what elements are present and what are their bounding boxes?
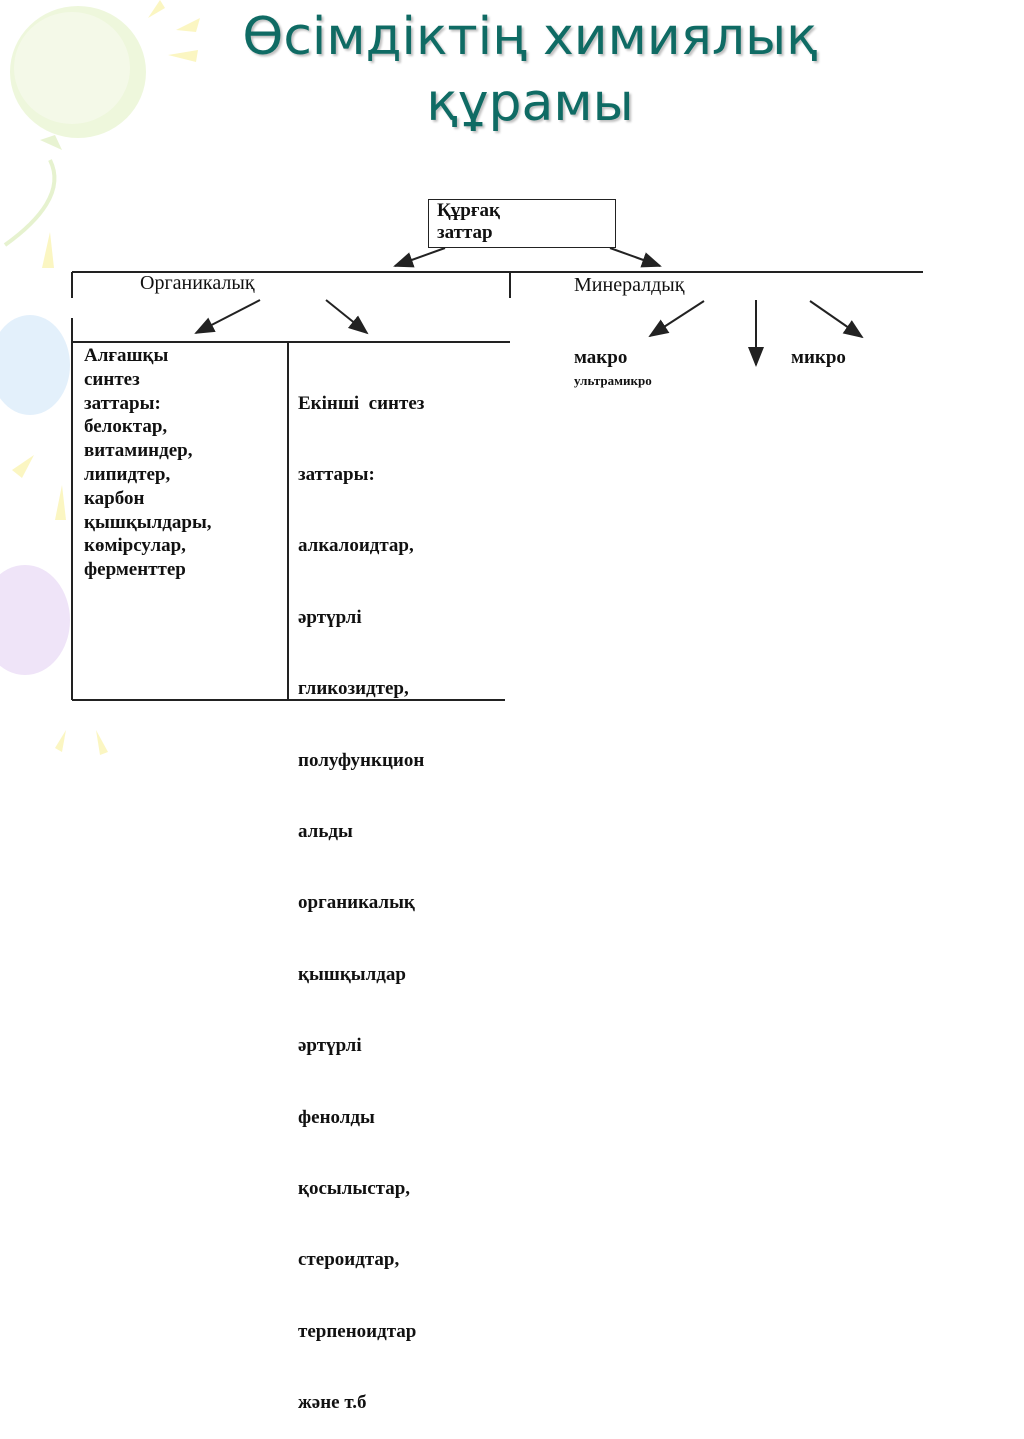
mineral-label: Минералдық <box>574 274 685 296</box>
primary-synthesis-column: Алғашқы синтез заттары: белоктар, витами… <box>84 344 212 582</box>
secondary-line: Екінші синтез <box>298 392 425 414</box>
macro-label: макро <box>574 347 628 368</box>
root-node-dry-matter: Құрғақ заттар <box>428 199 616 248</box>
ultramicro-label: ультрамикро <box>574 373 652 388</box>
secondary-line: стероидтар, <box>298 1249 400 1271</box>
arrow-to-secondary-icon <box>325 299 369 335</box>
arrow-to-primary-icon <box>194 299 261 334</box>
primary-line: ферменттер <box>84 559 186 581</box>
primary-line: липидтер, <box>84 463 171 485</box>
title-line-1: Өсімдіктің химиялық <box>242 7 818 67</box>
slide-title: Өсімдіктің химиялық құрамы <box>180 4 880 136</box>
arrow-to-micro-icon <box>809 300 864 339</box>
secondary-line: әртүрлі <box>298 1035 362 1057</box>
arrow-to-organic-icon <box>393 247 446 268</box>
organic-label: Органикалық <box>140 272 255 294</box>
primary-line: қышқылдары, <box>84 511 212 533</box>
secondary-line: қосылыстар, <box>298 1177 411 1199</box>
secondary-line: полуфункцион <box>298 749 425 771</box>
primary-line: белоктар, <box>84 416 168 438</box>
secondary-line: және т.б <box>298 1392 367 1414</box>
secondary-line: терпеноидтар <box>298 1320 417 1342</box>
diagram-connectors <box>71 247 923 701</box>
primary-line: көмірсулар, <box>84 535 186 557</box>
root-line-1: Құрғақ <box>437 200 500 221</box>
secondary-line: органикалық <box>298 892 415 914</box>
secondary-line: алкалоидтар, <box>298 535 414 557</box>
secondary-line: гликозидтер, <box>298 678 409 700</box>
micro-label: микро <box>791 347 846 368</box>
secondary-synthesis-column: Екінші синтез заттары: алкалоидтар, әртү… <box>298 344 424 1439</box>
primary-line: Алғашқы <box>84 345 169 366</box>
secondary-line: қышқылдар <box>298 963 406 985</box>
primary-line: витаминдер, <box>84 440 193 462</box>
arrow-to-macro-icon <box>648 300 705 338</box>
root-line-2: заттар <box>437 222 493 243</box>
arrow-to-mineral-icon <box>609 247 662 268</box>
title-line-2: құрамы <box>426 73 634 133</box>
primary-line: карбон <box>84 487 145 509</box>
primary-line: заттары: <box>84 392 161 414</box>
secondary-line: фенолды <box>298 1106 375 1128</box>
secondary-line: заттары: <box>298 463 375 485</box>
primary-line: синтез <box>84 368 140 390</box>
secondary-line: альды <box>298 820 353 842</box>
secondary-line: әртүрлі <box>298 606 362 628</box>
